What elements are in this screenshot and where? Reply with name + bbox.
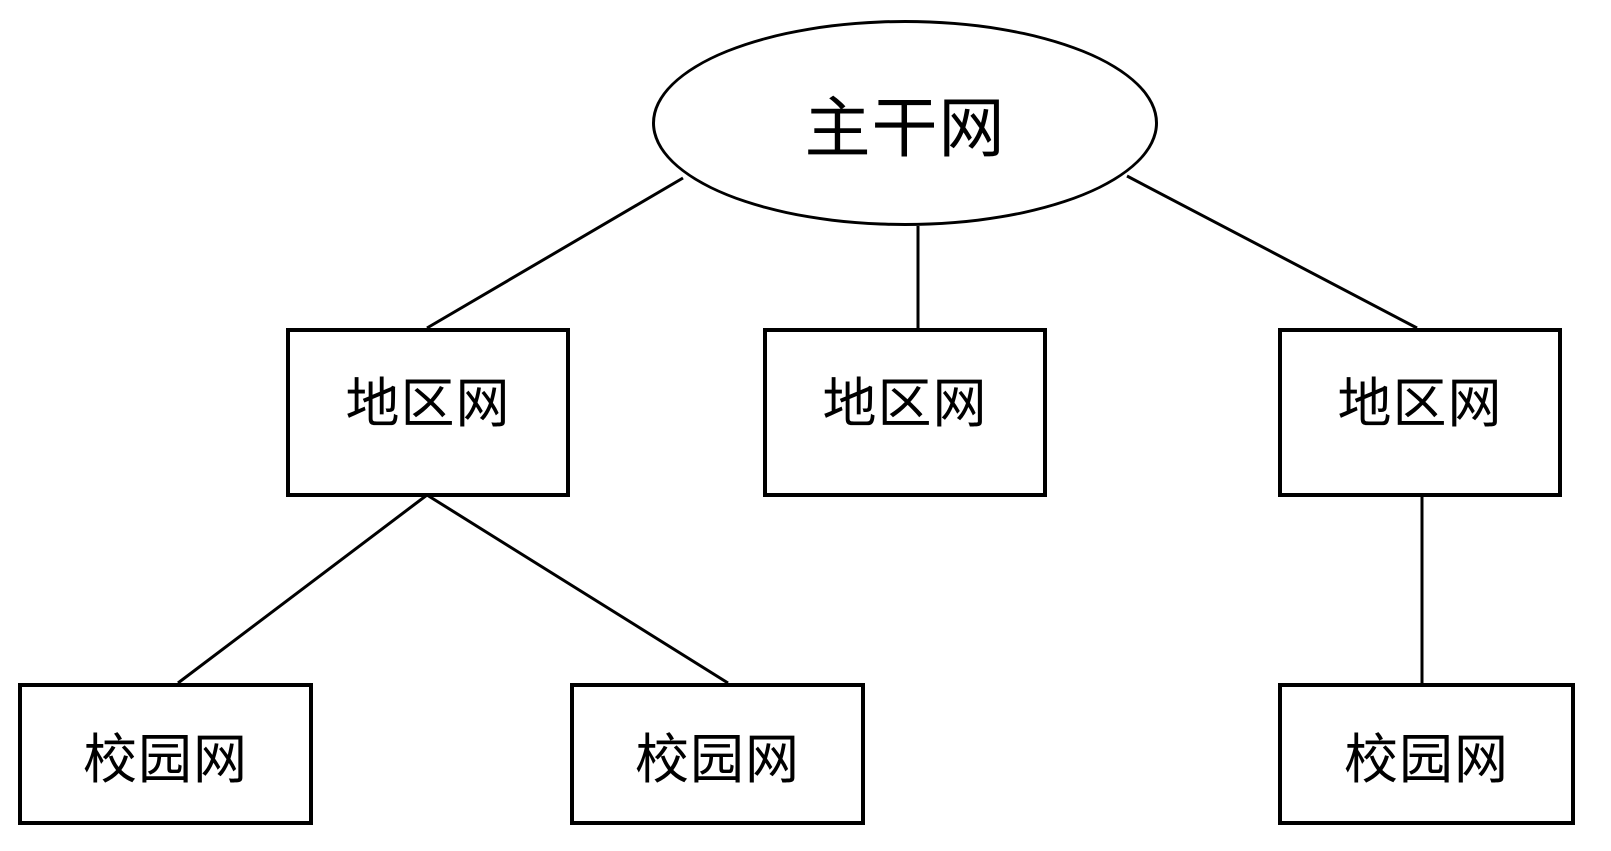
region-network-label-3: 地区网 — [1337, 374, 1503, 434]
edge-region-1-campus-1 — [177, 493, 428, 685]
region-network-label-1: 地区网 — [345, 374, 511, 434]
region-network-node-2: 地区网 — [763, 328, 1047, 497]
campus-network-label-2: 校园网 — [635, 729, 800, 790]
campus-network-node-3: 校园网 — [1278, 683, 1575, 825]
edge-backbone-region-3 — [1126, 174, 1418, 330]
region-network-node-3: 地区网 — [1278, 328, 1562, 497]
campus-network-label-1: 校园网 — [83, 729, 248, 790]
edge-region-1-campus-2 — [426, 493, 729, 685]
region-network-label-2: 地区网 — [822, 374, 988, 434]
campus-network-node-1: 校园网 — [18, 683, 313, 825]
backbone-network-node: 主干网 — [652, 20, 1158, 226]
backbone-network-label: 主干网 — [804, 93, 1006, 166]
campus-network-label-3: 校园网 — [1344, 729, 1509, 790]
region-network-node-1: 地区网 — [286, 328, 570, 497]
edge-backbone-region-1 — [426, 176, 684, 330]
campus-network-node-2: 校园网 — [570, 683, 865, 825]
